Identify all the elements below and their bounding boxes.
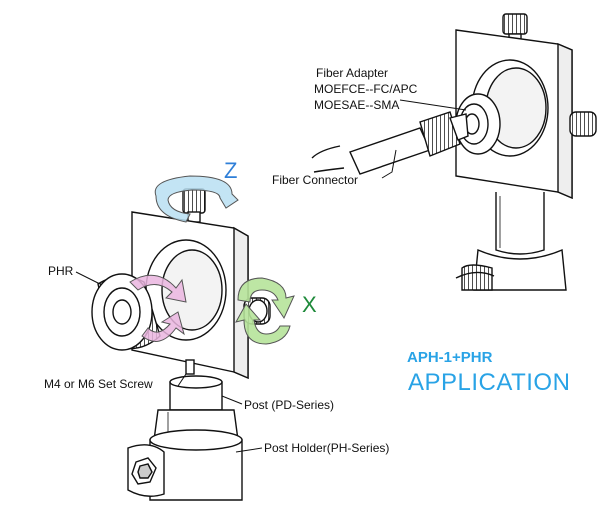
phr-rotator xyxy=(91,273,161,351)
label-post: Post (PD-Series) xyxy=(244,398,335,412)
right-mount-plate xyxy=(455,29,573,200)
right-post xyxy=(461,192,567,291)
z-rotation-arrow xyxy=(154,175,239,223)
label-fiber-adapter: Fiber Adapter xyxy=(316,66,389,80)
left-mount-assembly xyxy=(91,188,271,501)
label-phr: PHR xyxy=(48,264,74,278)
leader-lines xyxy=(75,99,467,453)
post-holder xyxy=(127,429,243,501)
label-post-holder: Post Holder(PH-Series) xyxy=(264,441,390,455)
axis-z-label: Z xyxy=(224,158,238,183)
fiber-connector xyxy=(311,111,469,175)
right-mount-assembly xyxy=(311,13,597,291)
label-moesae: MOESAE--SMA xyxy=(314,98,400,112)
label-moefce: MOEFCE--FC/APC xyxy=(314,82,418,96)
phr-rotation-arrow xyxy=(129,274,187,342)
label-fiber-connector: Fiber Connector xyxy=(272,173,359,187)
label-set-screw: M4 or M6 Set Screw xyxy=(44,377,153,391)
title-model: APH-1+PHR xyxy=(407,349,493,366)
title-application: APPLICATION xyxy=(408,369,571,396)
right-side-knob xyxy=(569,111,597,137)
axis-x-label: X xyxy=(302,292,317,317)
x-rotation-arrow xyxy=(235,277,295,345)
set-screw xyxy=(185,359,195,375)
